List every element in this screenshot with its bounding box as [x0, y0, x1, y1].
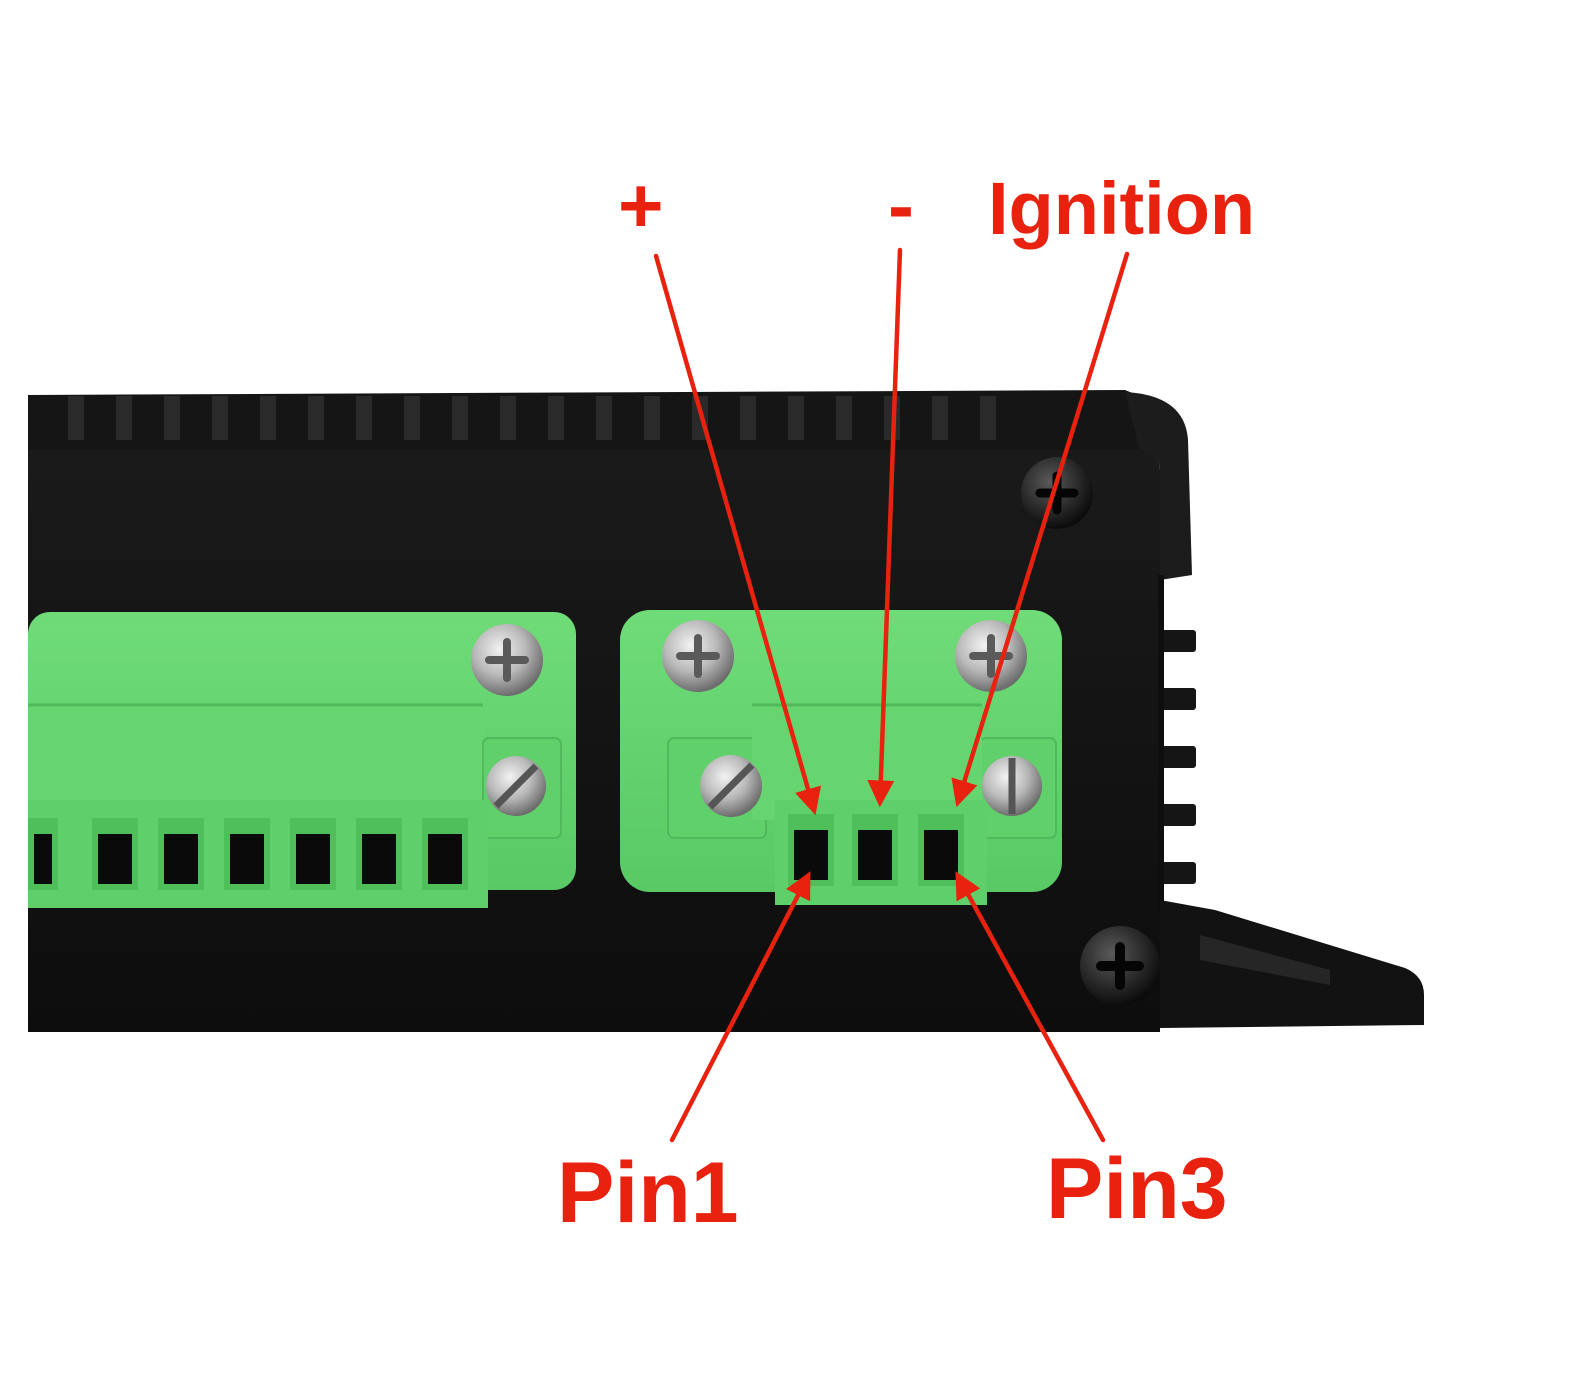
ignition-label: Ignition [988, 167, 1256, 250]
phillips-screw-icon [1080, 926, 1160, 1006]
housing-side-profile [1125, 392, 1192, 580]
terminal-slot-opening [164, 834, 198, 884]
pin-opening-1 [794, 830, 828, 880]
slotted-screw-icon [486, 756, 546, 816]
power-terminal-block [620, 610, 1062, 905]
fin-notches [68, 396, 996, 440]
plus-label: + [618, 161, 664, 249]
pin3-label: Pin3 [1046, 1141, 1228, 1237]
terminal-slot-opening [362, 834, 396, 884]
side-fins [1158, 630, 1196, 884]
left-terminal-block [28, 612, 576, 908]
terminal-slot-opening [296, 834, 330, 884]
pin-opening-2 [858, 830, 892, 880]
slotted-screw-icon [982, 756, 1042, 816]
pin-slots [788, 814, 964, 886]
pin-opening-3 [924, 830, 958, 880]
terminal-slot-opening [34, 834, 52, 884]
arrow-pin3 [955, 871, 1106, 1143]
terminal-slots [28, 818, 468, 890]
phillips-screw-icon [471, 624, 543, 696]
arrow-plus [653, 253, 822, 816]
arrow-minus [867, 247, 903, 808]
phillips-screw-icon [662, 620, 734, 692]
phillips-screw-icon [955, 620, 1027, 692]
phillips-screw-icon [1021, 457, 1093, 529]
arrow-ignition [951, 251, 1130, 808]
minus-label: - [888, 161, 914, 249]
pin1-label: Pin1 [557, 1145, 739, 1241]
slotted-screw-icon [700, 755, 762, 817]
arrow-pin1 [669, 871, 811, 1143]
terminal-slot-opening [98, 834, 132, 884]
annotation-arrows [653, 247, 1130, 1143]
terminal-slot-opening [230, 834, 264, 884]
terminal-slot-opening [428, 834, 462, 884]
